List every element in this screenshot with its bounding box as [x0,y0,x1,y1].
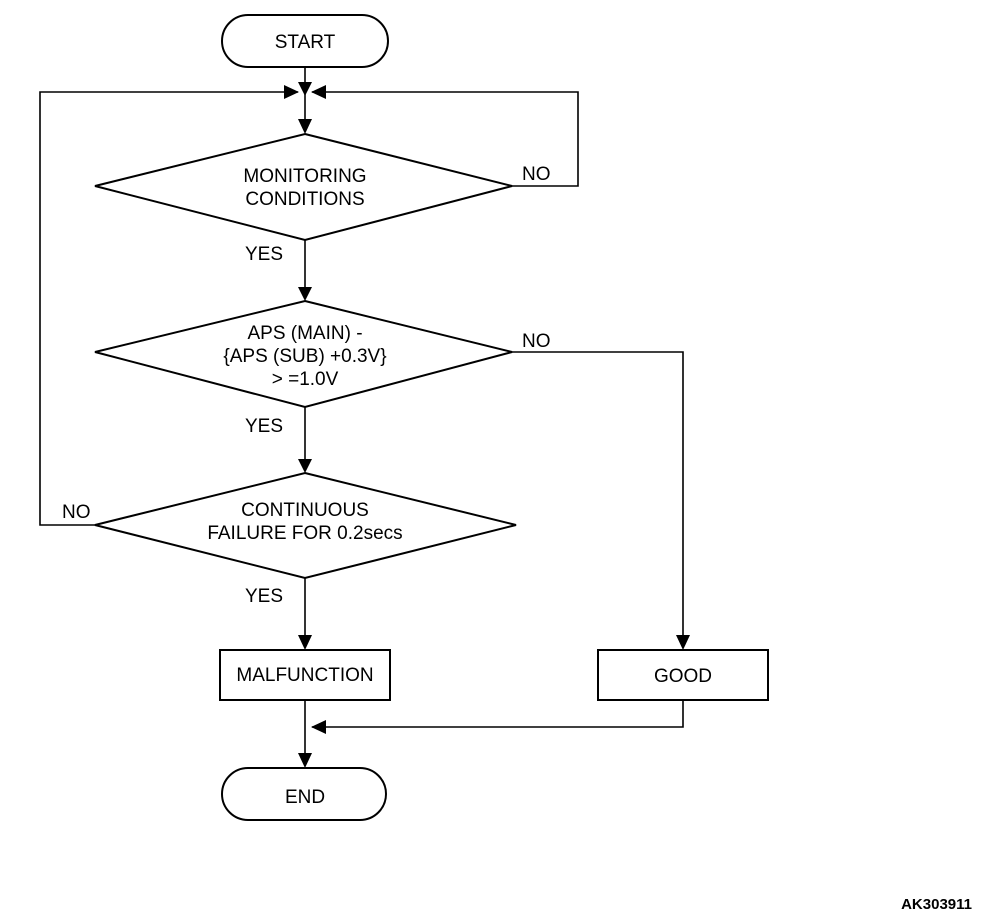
connector-decision-3-no-loop [39,91,298,526]
arrow-loop-right [311,85,326,99]
decision-1-line-1: MONITORING [243,166,366,187]
connector-decision-1-no-loop [312,91,579,187]
arrow-good-merge [311,720,326,734]
arrow-decision-1 [298,119,312,134]
edge-label-d2-yes: YES [245,416,283,437]
good-label: GOOD [654,666,712,687]
arrow-good [676,635,690,650]
end-terminator [221,767,387,821]
start-terminator [221,14,389,68]
malfunction-label: MALFUNCTION [236,665,373,686]
decision-3-line-2: FAILURE FOR 0.2secs [207,523,402,544]
decision-continuous-failure [94,471,517,580]
arrow-loop-left [284,85,299,99]
arrow-decision-3 [298,459,312,473]
edge-label-d1-no: NO [522,164,551,185]
decision-2-line-1: APS (MAIN) - [247,323,362,344]
decision-3-line-1: CONTINUOUS [241,500,369,521]
decision-1-line-2: CONDITIONS [245,189,364,210]
figure-id: AK303911 [901,896,972,913]
edge-label-d3-no: NO [62,502,91,523]
end-label: END [285,787,325,808]
decision-2-line-3: > =1.0V [272,369,339,390]
arrow-end [298,753,312,768]
decision-monitoring-conditions [94,132,513,242]
arrow-start [298,82,312,96]
edge-label-d1-yes: YES [245,244,283,265]
decision-2-line-2: {APS (SUB) +0.3V} [223,346,386,367]
arrow-decision-2 [298,287,312,301]
connector-good-to-end [312,700,684,728]
good-box [597,649,769,701]
edge-label-d3-yes: YES [245,586,283,607]
start-label: START [275,32,336,53]
decision-aps-difference [94,299,513,409]
edge-label-d2-no: NO [522,331,551,352]
malfunction-box [219,649,391,701]
connector-decision-2-no [512,351,684,646]
arrow-malfunction [298,635,312,650]
